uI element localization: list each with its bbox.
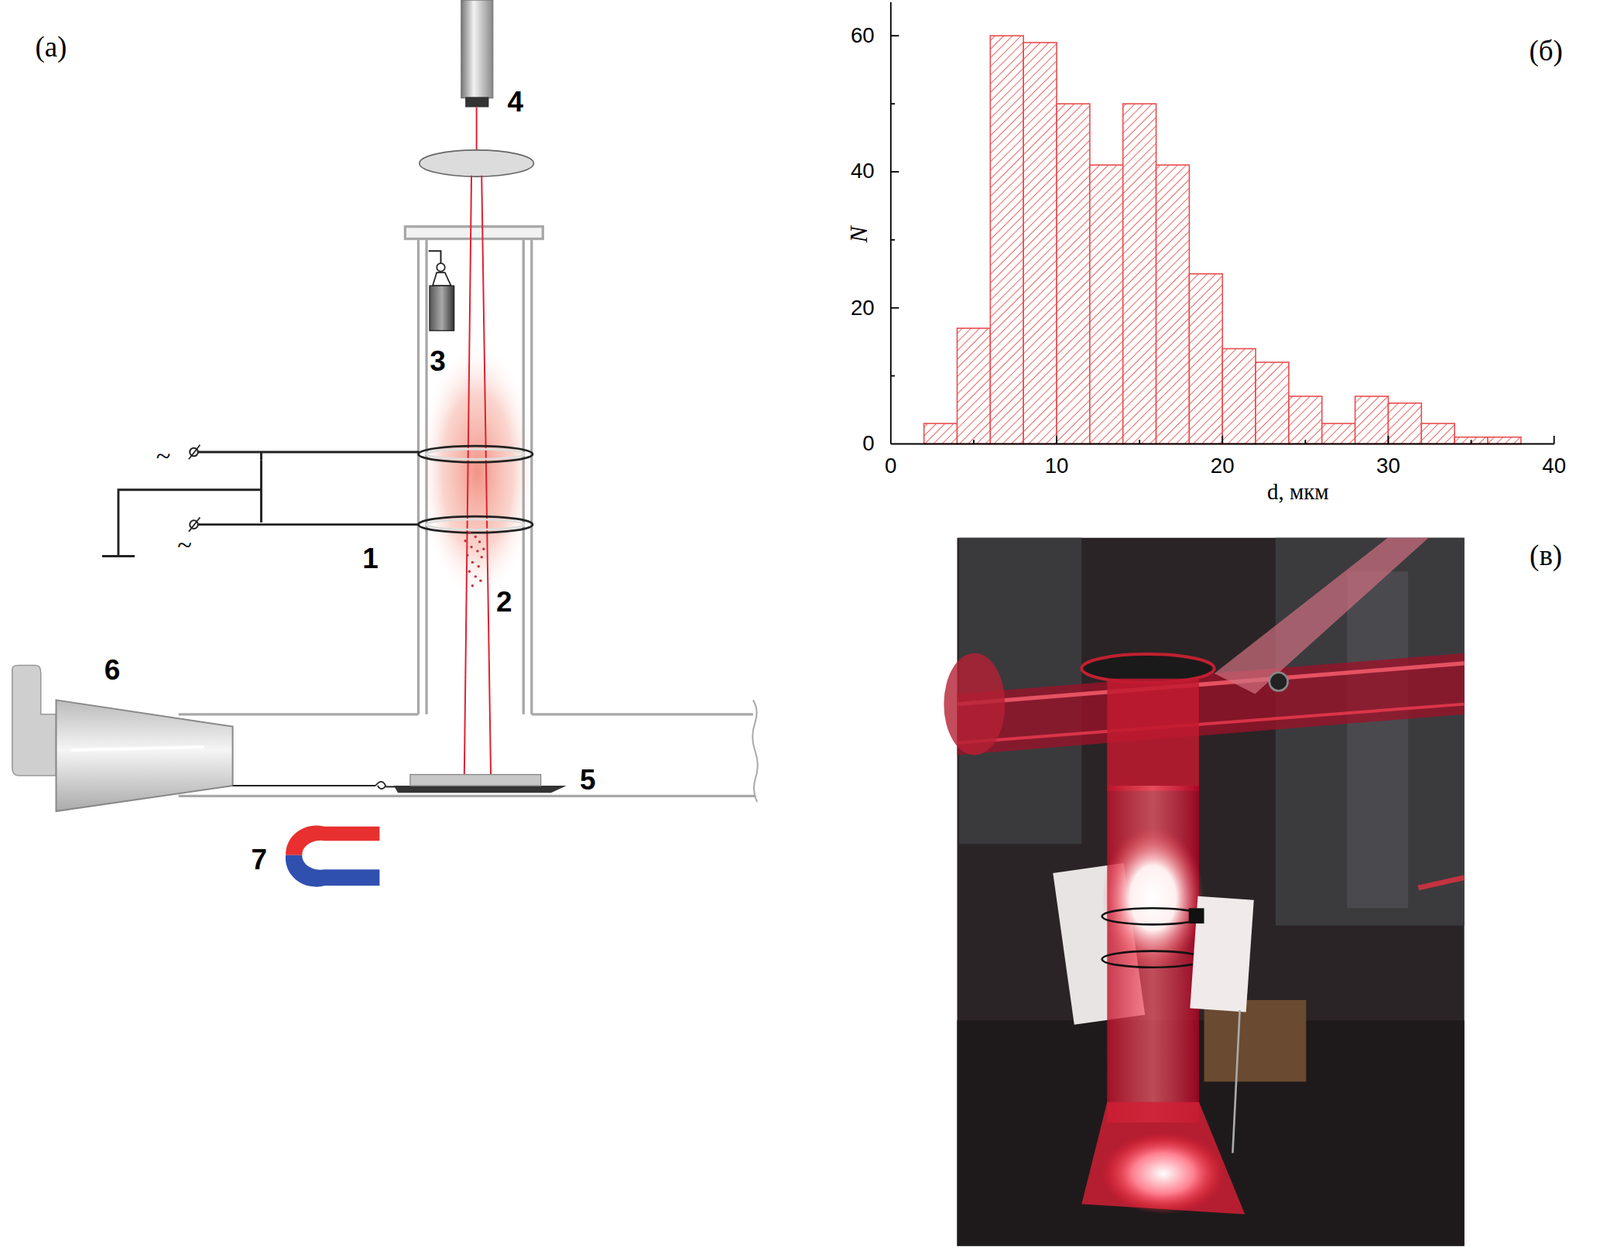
- panel-label: (б): [1528, 36, 1563, 66]
- callout-number: 4: [507, 87, 524, 117]
- callout-number: 2: [496, 587, 513, 617]
- axis-title: N: [846, 226, 872, 244]
- histogram-bar: [1454, 437, 1488, 445]
- histogram-bar: [990, 35, 1024, 444]
- callout-number: 1: [362, 544, 379, 574]
- histogram-bar: [1487, 437, 1522, 445]
- ac-symbol: ~: [156, 441, 172, 469]
- callout-number: 3: [429, 346, 446, 376]
- axis-tick: 60: [850, 24, 875, 47]
- axis-tick: 40: [1541, 455, 1566, 478]
- axis-tick: 10: [1044, 455, 1069, 478]
- histogram-bar: [1387, 403, 1422, 445]
- axis-tick: 40: [850, 161, 875, 183]
- ac-symbol: ~: [177, 530, 192, 557]
- histogram-bar: [1023, 42, 1057, 445]
- axis-tick: 0: [862, 433, 874, 456]
- histogram-bar: [957, 328, 991, 444]
- histogram-bar: [1156, 164, 1190, 444]
- histogram-bar: [1123, 103, 1157, 444]
- panel-label: (а): [34, 32, 67, 62]
- histogram-bar: [1355, 396, 1389, 445]
- histogram-bar: [1255, 362, 1289, 444]
- callout-number: 6: [104, 656, 121, 686]
- axis-tick: 20: [1210, 455, 1235, 478]
- histogram-bar: [1421, 423, 1455, 444]
- callout-number: 5: [579, 766, 597, 795]
- callout-number: 7: [251, 846, 268, 875]
- histogram-bar: [1222, 348, 1256, 444]
- histogram-bar: [1056, 103, 1090, 444]
- histogram-bar: [1089, 164, 1124, 444]
- histogram-bar: [1188, 274, 1223, 445]
- axis-tick: 0: [884, 455, 897, 478]
- panel-label: (в): [1529, 541, 1563, 571]
- axis-tick: 20: [850, 297, 875, 319]
- histogram-bar: [1322, 423, 1356, 444]
- axis-tick: 30: [1376, 455, 1401, 478]
- histogram-bar: [924, 423, 958, 444]
- histogram-bar: [1288, 396, 1323, 445]
- axis-title: d, мкм: [1267, 480, 1330, 504]
